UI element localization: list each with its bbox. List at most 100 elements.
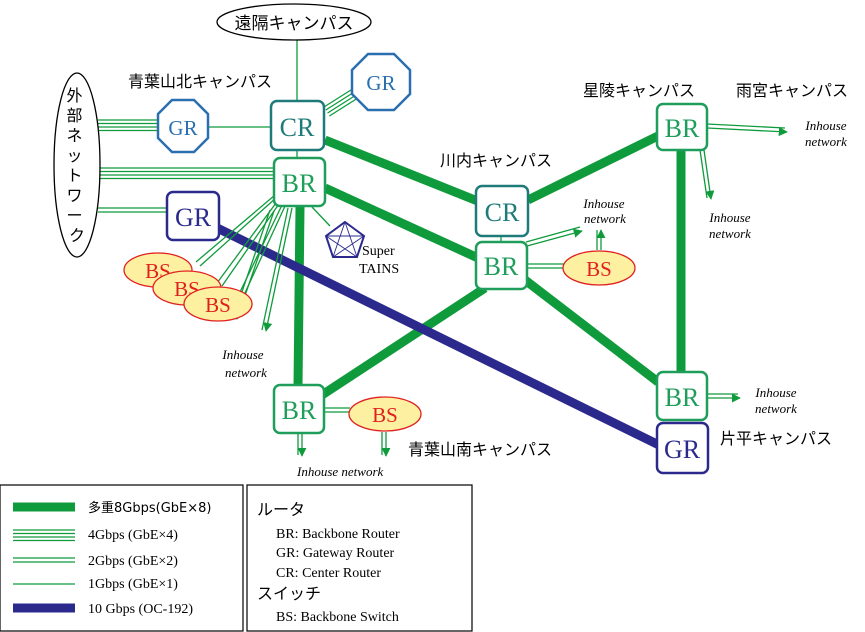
br-label: BR bbox=[282, 169, 317, 198]
external-network: 外 部 ネ ッ ト ワ ー ク bbox=[53, 72, 101, 258]
br-node-minami: BR bbox=[272, 383, 326, 435]
inhouse-line2: network bbox=[709, 226, 751, 241]
seiryo-label: 星陵キャンパス bbox=[583, 81, 695, 100]
link-br-kawauchi-br-katahira bbox=[522, 276, 661, 386]
inhouse-line1: Inhouse bbox=[754, 385, 796, 400]
cr-node-kita: CR bbox=[269, 99, 326, 152]
bs-label: BS bbox=[372, 403, 398, 427]
super-tains-label-1: Super bbox=[362, 244, 395, 259]
cr-node-kawauchi: CR bbox=[474, 184, 530, 238]
br-node-kawauchi: BR bbox=[474, 240, 529, 291]
br-label: BR bbox=[484, 252, 519, 281]
gr-label: GR bbox=[664, 435, 701, 464]
links-8gbps bbox=[293, 130, 686, 399]
external-char: 外 bbox=[66, 86, 82, 105]
external-char: ク bbox=[69, 226, 85, 245]
legend-8gbps-label: 多重8Gbps(GbE×8) bbox=[88, 500, 211, 516]
gr-octagon-kita: GR bbox=[156, 98, 210, 154]
link-br-super-tains bbox=[311, 206, 331, 227]
link-br-kawauchi-bs bbox=[526, 263, 566, 269]
aobayama-minami-label: 青葉山南キャンパス bbox=[408, 440, 552, 459]
link-cr-kawauchi-br-seiryo bbox=[526, 130, 662, 205]
link-br-minami-bs bbox=[324, 407, 350, 413]
cr-label: CR bbox=[280, 113, 315, 142]
super-tains-label-2: TAINS bbox=[359, 262, 399, 277]
legend-links: 多重8Gbps(GbE×8) 4Gbps (GbE×4) 2Gbps (GbE×… bbox=[0, 484, 244, 632]
legend-nodes: ルータ BR: Backbone Router GR: Gateway Rout… bbox=[246, 484, 473, 632]
br-node-kita: BR bbox=[272, 156, 327, 208]
inhouse-kawauchi: Inhouse network bbox=[582, 196, 626, 226]
katahira-label: 片平キャンパス bbox=[720, 429, 832, 448]
legend-2gbps-line bbox=[13, 557, 75, 563]
enkaku-campus: 遠隔キャンパス bbox=[216, 3, 372, 41]
legend-2gbps-label: 2Gbps (GbE×2) bbox=[88, 554, 178, 569]
br-node-katahira: BR bbox=[655, 370, 709, 422]
inhouse-line2: network bbox=[584, 211, 626, 226]
external-char: ト bbox=[66, 166, 82, 185]
arrow-br-katahira-inhouse bbox=[707, 393, 741, 403]
legend-router-title: ルータ bbox=[257, 500, 305, 519]
arrow-br-kawauchi-inhouse bbox=[525, 226, 583, 247]
legend-4gbps-line bbox=[13, 529, 75, 542]
link-ext-gr-lower bbox=[98, 207, 167, 213]
arrow-bs-minami-inhouse bbox=[381, 432, 391, 457]
gr-label: GR bbox=[175, 203, 212, 232]
inhouse-line1: Inhouse bbox=[804, 118, 846, 133]
inhouse-kita: Inhouse network bbox=[221, 347, 267, 380]
bs-node-kita-3: BS bbox=[183, 286, 253, 322]
link-cr-kita-cr-kawauchi bbox=[323, 135, 482, 207]
legend-1gbps-label: 1Gbps (GbE×1) bbox=[88, 577, 178, 592]
inhouse-line2: network bbox=[755, 401, 797, 416]
gr-node-kita: GR bbox=[165, 190, 221, 242]
inhouse-line1: Inhouse bbox=[221, 347, 263, 362]
legend-router-gr: GR: Gateway Router bbox=[276, 546, 395, 561]
gr-node-katahira: GR bbox=[655, 421, 710, 475]
kawauchi-label: 川内キャンパス bbox=[440, 151, 552, 170]
inhouse-minami: Inhouse network bbox=[296, 464, 384, 479]
inhouse-seiryo-right: Inhouse network bbox=[804, 118, 847, 149]
inhouse-seiryo-down: Inhouse network bbox=[708, 210, 751, 241]
br-label: BR bbox=[665, 114, 700, 143]
external-char: ー bbox=[66, 206, 82, 225]
arrow-bs-kawauchi-inhouse bbox=[596, 229, 606, 250]
link-ext-br-kita bbox=[98, 167, 273, 180]
enkaku-label: 遠隔キャンパス bbox=[235, 14, 354, 34]
external-char: ッ bbox=[66, 146, 82, 165]
pentagon-icon bbox=[324, 220, 366, 258]
inhouse-line2: network bbox=[225, 365, 267, 380]
inhouse-line2: network bbox=[805, 134, 847, 149]
gr-octagon-top: GR bbox=[350, 52, 412, 112]
arrow-br-seiryo-inhouse-down bbox=[699, 149, 715, 200]
super-tains: Super TAINS bbox=[324, 220, 399, 277]
br-label: BR bbox=[282, 396, 317, 425]
legend-switch-bs: BS: Backbone Switch bbox=[276, 610, 399, 625]
link-ext-gr-kita bbox=[98, 119, 158, 132]
br-node-seiryo: BR bbox=[655, 102, 709, 152]
external-char: ワ bbox=[66, 186, 82, 205]
inhouse-katahira: Inhouse network bbox=[754, 385, 797, 416]
inhouse-line1: Inhouse bbox=[708, 210, 750, 225]
legend-switch-title: スイッチ bbox=[257, 584, 321, 603]
gr-label: GR bbox=[168, 116, 197, 140]
svg-text:外 部 ネ ッ: 外 部 ネ ッ ト ワ ー ク bbox=[66, 86, 87, 245]
inhouse-line1: Inhouse bbox=[582, 196, 624, 211]
arrow-br-minami-inhouse bbox=[297, 433, 307, 457]
link-br-kita-br-kawauchi bbox=[323, 183, 480, 263]
external-char: ネ bbox=[66, 126, 82, 145]
bs-label: BS bbox=[205, 293, 231, 317]
bs-node-minami: BS bbox=[348, 396, 422, 432]
legend-router-cr: CR: Center Router bbox=[276, 566, 381, 581]
gr-label: GR bbox=[366, 71, 395, 95]
bs-label: BS bbox=[586, 257, 612, 281]
link-br-kita-br-minami bbox=[293, 206, 305, 386]
link-br-kawauchi-br-minami bbox=[319, 284, 488, 399]
aobayama-kita-label: 青葉山北キャンパス bbox=[128, 72, 272, 91]
legend-router-br: BR: Backbone Router bbox=[276, 527, 400, 542]
legend-10gbps-label: 10 Gbps (OC-192) bbox=[88, 602, 193, 617]
br-label: BR bbox=[665, 383, 700, 412]
amamiya-label: 雨宮キャンパス bbox=[736, 81, 848, 100]
arrow-br-kita-inhouse-2 bbox=[261, 207, 293, 332]
bs-node-kawauchi: BS bbox=[562, 250, 636, 286]
legend-4gbps-label: 4Gbps (GbE×4) bbox=[88, 528, 178, 543]
